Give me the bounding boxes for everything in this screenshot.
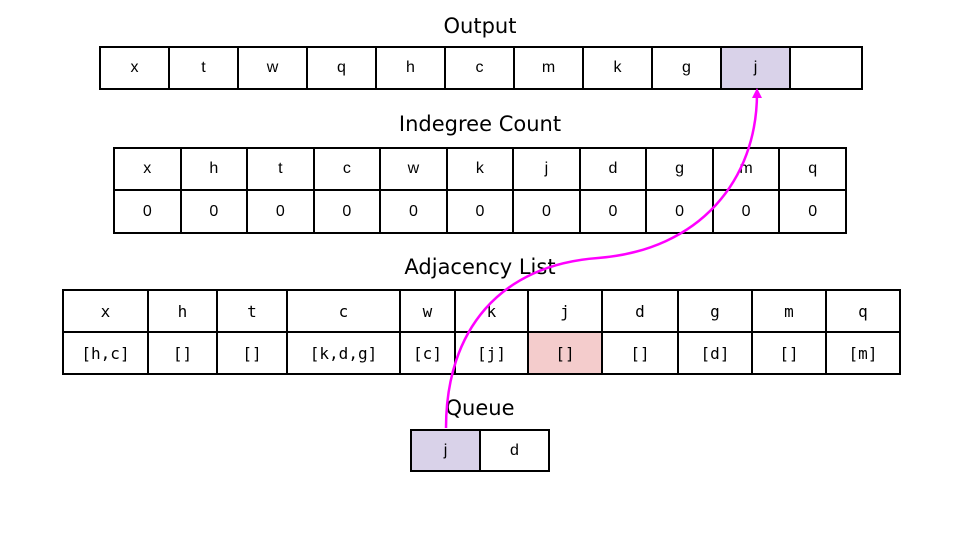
adjacency-list: [j]: [454, 331, 529, 375]
indegree-count: 0: [312, 189, 382, 234]
indegree-node: w: [379, 147, 448, 191]
indegree-node: g: [645, 147, 714, 191]
output-cell: g: [651, 46, 722, 90]
indegree-node: h: [179, 147, 249, 191]
output-cell: w: [237, 46, 308, 90]
indegree-count: 0: [778, 189, 847, 234]
adjacency-list: [k,d,g]: [286, 331, 401, 375]
adjacency-list: []: [751, 331, 827, 375]
indegree-table: x h t c w k j d g m q 0 0 0 0 0 0 0 0 0 …: [113, 147, 847, 234]
indegree-node: t: [246, 147, 315, 191]
queue-array: j d: [410, 429, 550, 472]
adjacency-node: d: [601, 289, 679, 333]
queue-cell: d: [479, 429, 550, 472]
indegree-count: 0: [246, 189, 315, 234]
adjacency-node: g: [677, 289, 753, 333]
adjacency-list: []: [216, 331, 288, 375]
indegree-count: 0: [379, 189, 448, 234]
output-cell-empty: [789, 46, 863, 90]
adjacency-node: c: [286, 289, 401, 333]
output-cell: h: [375, 46, 446, 90]
indegree-count: 0: [512, 189, 581, 234]
output-cell: q: [306, 46, 377, 90]
queue-title: Queue: [445, 396, 515, 420]
adjacency-table: x h t c w k j d g m q [h,c] [] [] [k,d,g…: [62, 289, 901, 375]
indegree-node: x: [113, 147, 182, 191]
adjacency-node: q: [825, 289, 901, 333]
indegree-count: 0: [578, 189, 648, 234]
adjacency-list: []: [147, 331, 218, 375]
indegree-count: 0: [711, 189, 781, 234]
adjacency-list: [c]: [399, 331, 456, 375]
adjacency-title: Adjacency List: [404, 255, 556, 279]
adjacency-node: t: [216, 289, 288, 333]
adjacency-list-highlighted: []: [527, 331, 603, 375]
adjacency-node: m: [751, 289, 827, 333]
indegree-node: k: [445, 147, 515, 191]
indegree-node: m: [711, 147, 781, 191]
output-array: x t w q h c m k g j: [99, 46, 863, 90]
output-title: Output: [443, 14, 517, 38]
indegree-node: c: [312, 147, 382, 191]
adjacency-node: x: [62, 289, 149, 333]
adjacency-list: []: [601, 331, 679, 375]
output-cell: t: [168, 46, 239, 90]
adjacency-node: k: [454, 289, 529, 333]
output-cell-highlighted: j: [720, 46, 791, 90]
indegree-node: d: [578, 147, 648, 191]
output-cell: m: [513, 46, 584, 90]
queue-cell-highlighted: j: [410, 429, 481, 472]
adjacency-list: [d]: [677, 331, 753, 375]
output-cell: x: [99, 46, 170, 90]
indegree-node: q: [778, 147, 847, 191]
adjacency-list: [m]: [825, 331, 901, 375]
indegree-count: 0: [645, 189, 714, 234]
indegree-count: 0: [445, 189, 515, 234]
indegree-count: 0: [179, 189, 249, 234]
indegree-node: j: [512, 147, 581, 191]
indegree-count: 0: [113, 189, 182, 234]
output-cell: c: [444, 46, 515, 90]
output-cell: k: [582, 46, 653, 90]
adjacency-node: w: [399, 289, 456, 333]
indegree-title: Indegree Count: [398, 112, 562, 136]
adjacency-node: j: [527, 289, 603, 333]
adjacency-list: [h,c]: [62, 331, 149, 375]
adjacency-node: h: [147, 289, 218, 333]
